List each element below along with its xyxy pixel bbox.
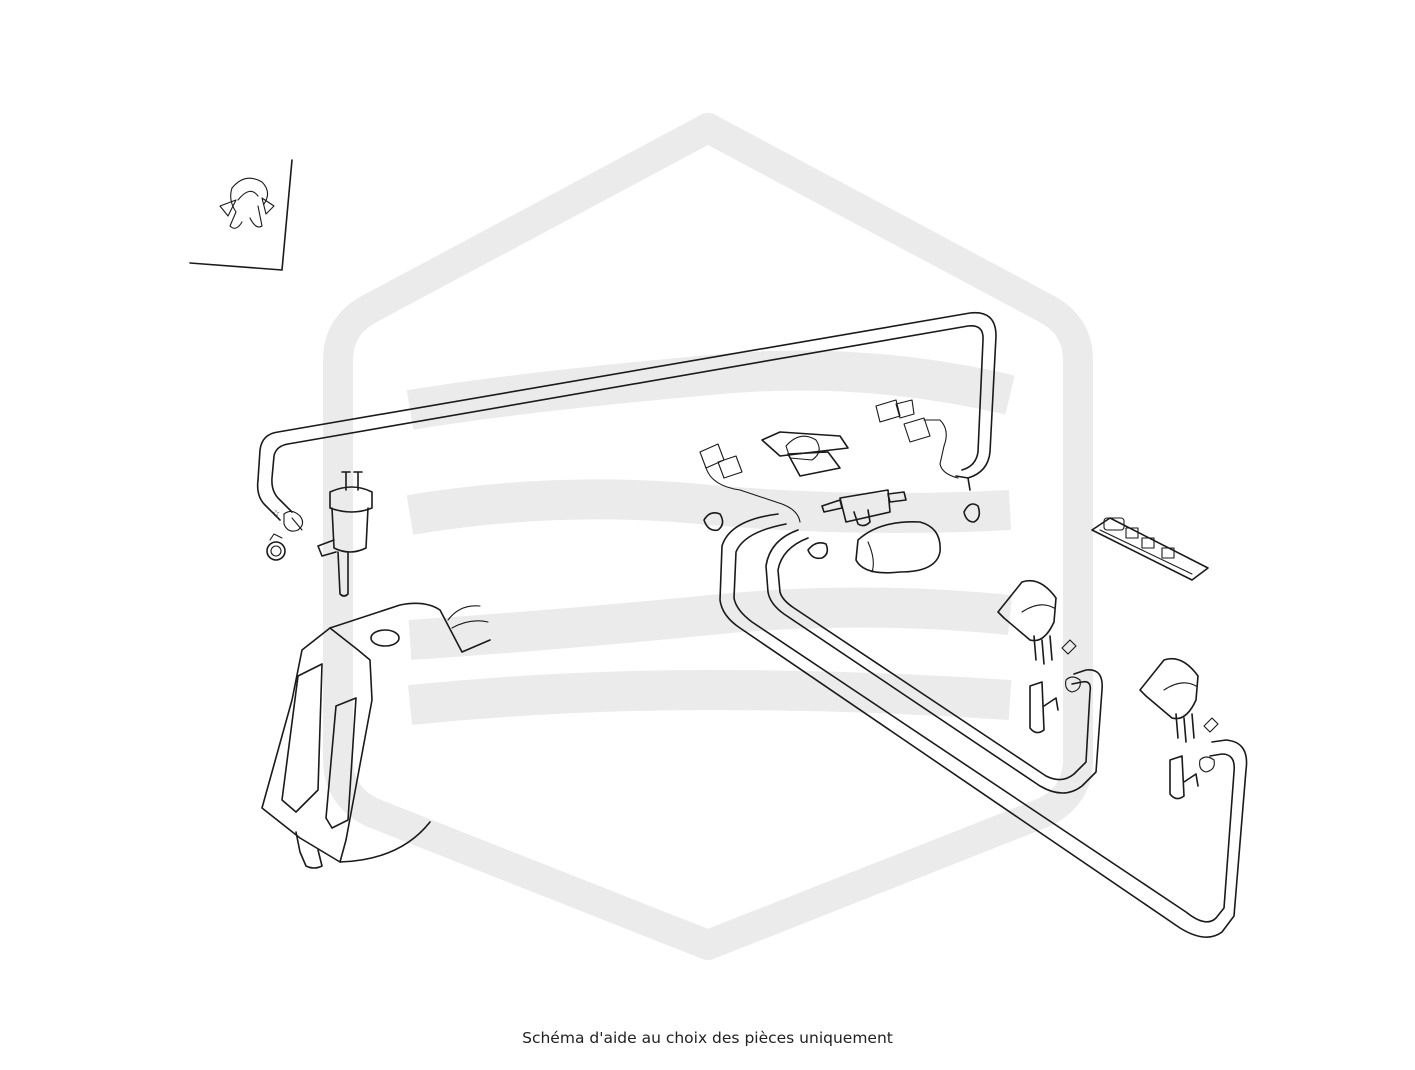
washer-hose-lower	[719, 513, 1248, 938]
check-valve-lower	[821, 489, 907, 527]
foam-sleeve	[855, 521, 941, 574]
hose-clip-inset	[189, 159, 293, 271]
hose-clamps	[703, 475, 981, 560]
washer-nozzle-right	[1139, 657, 1219, 800]
washer-reservoir	[261, 602, 491, 869]
diagram-caption: Schéma d'aide au choix des pièces unique…	[522, 1029, 893, 1047]
brand-watermark-logo	[323, 113, 1093, 960]
svg-text:☆: ☆	[272, 509, 280, 519]
check-valve-upper	[761, 431, 849, 477]
washer-pump	[283, 471, 373, 597]
washer-nozzle-left	[997, 579, 1081, 734]
washer-hose-upper: ☆	[256, 311, 997, 521]
label-plate	[1091, 517, 1209, 581]
hose-connectors	[699, 399, 959, 523]
hose-clamp-pump	[266, 533, 286, 561]
